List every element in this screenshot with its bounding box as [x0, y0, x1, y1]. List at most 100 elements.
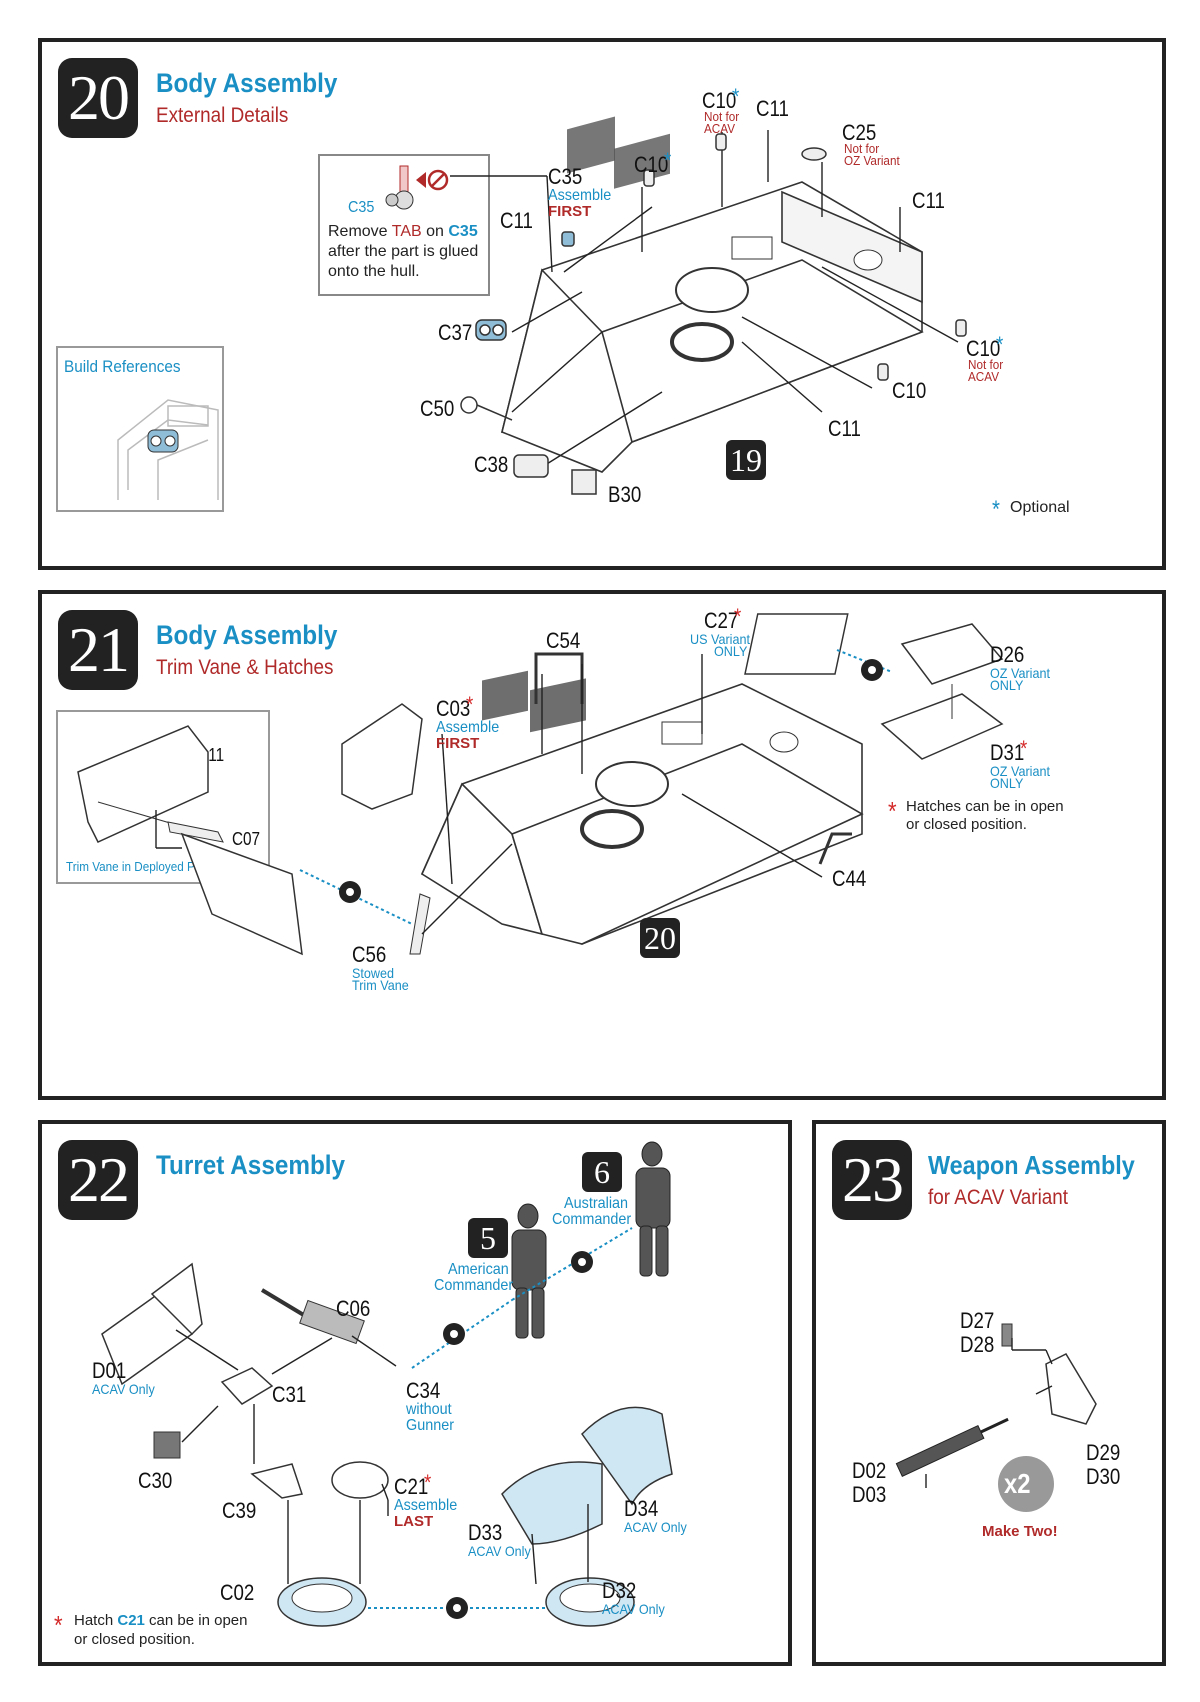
part-label-c10: C10: [702, 88, 737, 113]
required-star: *: [734, 604, 742, 629]
hatch-note-line2: or closed position.: [74, 1630, 195, 1648]
step-23-panel: 23 Weapon Assembly for ACAV Variant D27 …: [812, 1120, 1166, 1666]
part-label-c07: C07: [232, 829, 261, 849]
build-references-box: Build References: [56, 346, 224, 512]
part-note: OZ Variant: [844, 153, 900, 168]
tip-line2: after the part is glued: [328, 243, 479, 260]
figure-note: Commander: [434, 1277, 514, 1294]
make-two-label: Make Two!: [982, 1523, 1058, 1540]
part-note: ONLY: [714, 643, 748, 659]
turret-illustration: [101, 1141, 673, 1627]
part-label-d01: D01: [92, 1358, 127, 1383]
machine-gun-illustration: [895, 1323, 1097, 1512]
part-label-c30: C30: [138, 1468, 173, 1493]
tip-box: C35 Remove TAB on C35 after the part is …: [318, 154, 490, 296]
part-note: Not for: [704, 109, 740, 124]
part-note: Not for: [844, 141, 880, 156]
hatch-note: Hatch C21 can be in open or closed posit…: [74, 1612, 247, 1650]
optional-star: *: [732, 84, 740, 109]
part-note: FIRST: [548, 203, 592, 220]
part-note: Assemble: [394, 1497, 458, 1514]
build-references-title: Build References: [64, 357, 181, 376]
part-note: Trim Vane: [352, 977, 409, 993]
part-label-c11: C11: [756, 96, 789, 121]
hull-illustration: [117, 399, 219, 500]
part-note: Stowed: [352, 965, 395, 981]
reference-step-number: 20: [640, 918, 680, 958]
optional-legend: Optional: [1010, 499, 1070, 516]
part-label-d26: D26: [990, 642, 1025, 667]
part-label-c34: C34: [406, 1378, 441, 1403]
tip-line1-tab: TAB: [391, 223, 422, 240]
part-label-c25: C25: [842, 120, 877, 145]
step-number: 20: [58, 58, 138, 138]
part-note: Gunner: [406, 1417, 455, 1434]
part-note: ACAV: [968, 369, 999, 384]
figure-number: 5: [468, 1218, 508, 1258]
optional-star: *: [996, 332, 1004, 357]
flip-arrow-icon: [339, 659, 883, 903]
hatch-note-b: can be in open: [144, 1612, 248, 1629]
hatch-note-line1: Hatches can be in open: [906, 798, 1064, 815]
figure-note: Commander: [552, 1211, 632, 1228]
figure-illustration: [511, 1141, 671, 1339]
figure-note: Australian: [564, 1195, 629, 1212]
figure-number: 6: [582, 1152, 622, 1192]
part-note: ACAV: [704, 121, 735, 136]
part-note: US Variant: [690, 631, 751, 647]
step-title: Turret Assembly: [156, 1150, 346, 1180]
trim-vane-caption: Trim Vane in Deployed Position: [66, 859, 229, 874]
part-note: LAST: [394, 1513, 434, 1530]
part-label-c35: C35: [548, 164, 583, 189]
part-note: OZ Variant: [990, 763, 1050, 779]
step-subtitle: Trim Vane & Hatches: [156, 656, 334, 679]
part-label-c03: C03: [436, 696, 471, 721]
trim-vane-illustration: [77, 725, 224, 843]
figure-note: American: [448, 1261, 509, 1278]
step-subtitle: External Details: [156, 104, 289, 127]
reference-step-number: 19: [726, 440, 766, 480]
part-note: ONLY: [990, 775, 1024, 791]
hatch-note-star: *: [54, 1610, 63, 1640]
tip-line1-a: Remove: [328, 223, 392, 240]
part-note: ACAV Only: [92, 1381, 155, 1397]
part-label-b30: B30: [608, 482, 642, 507]
part-label-c10: C10: [966, 336, 1001, 361]
part-label-d33: D33: [468, 1520, 503, 1545]
part-label-c44: C44: [832, 866, 867, 891]
step-number: 22: [58, 1140, 138, 1220]
step-title: Body Assembly: [156, 620, 338, 650]
part-label-c02: C02: [220, 1580, 255, 1605]
part-label-d34: D34: [624, 1496, 659, 1521]
part-label-c10: C10: [892, 378, 927, 403]
step-number: 21: [58, 610, 138, 690]
part-label-d27: D27: [960, 1308, 995, 1333]
tip-line1-b: on: [421, 223, 449, 240]
flip-arrow-icon: [443, 1251, 593, 1619]
part-label-c10: C10: [634, 152, 669, 177]
step-title: Weapon Assembly: [928, 1150, 1135, 1180]
part-label-c56: C56: [352, 942, 387, 967]
optional-star: *: [664, 148, 672, 173]
hatch-note-part: C21: [117, 1612, 145, 1629]
part-label-d28: D28: [960, 1332, 995, 1357]
part-note: Not for: [968, 357, 1004, 372]
part-label-d03: D03: [852, 1482, 887, 1507]
part-label-c11: C11: [912, 188, 945, 213]
step-title: Body Assembly: [156, 68, 338, 98]
part-label-d02: D02: [852, 1458, 887, 1483]
required-star: *: [424, 1470, 432, 1495]
part-note: Assemble: [436, 719, 500, 736]
tip-line3: onto the hull.: [328, 263, 420, 280]
step-22-panel: 22 Turret Assembly: [38, 1120, 792, 1666]
part-label-c21: C21: [394, 1474, 429, 1499]
step-subtitle: for ACAV Variant: [928, 1186, 1069, 1209]
hatch-note-star: *: [888, 796, 897, 826]
part-label-c50: C50: [420, 396, 455, 421]
hull-illustration: [155, 613, 1004, 956]
part-label-c37: C37: [438, 320, 473, 345]
step-21-panel: 21 Body Assembly Trim Vane & Hatches A11…: [38, 590, 1166, 1100]
part-label-d31: D31: [990, 740, 1025, 765]
part-label-c38: C38: [474, 452, 509, 477]
required-star: *: [466, 692, 474, 717]
